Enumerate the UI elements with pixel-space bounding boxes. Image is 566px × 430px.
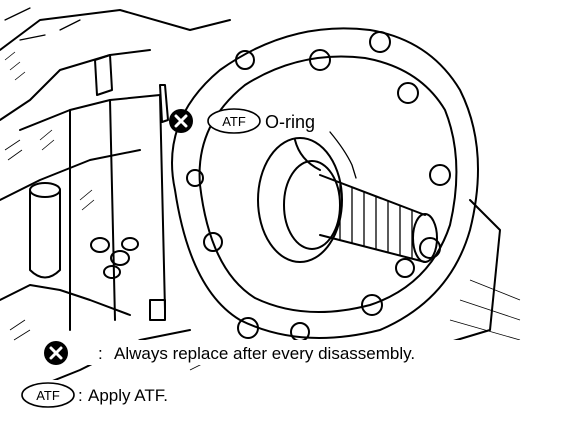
- atf-badge-label: ATF: [222, 114, 246, 129]
- right-housing-edge: [439, 199, 521, 346]
- atf-badge: ATF: [21, 382, 75, 408]
- flange-bolts: [186, 31, 451, 342]
- replace-x-icon: [44, 341, 68, 365]
- transmission-case: [0, 7, 231, 391]
- bell-housing: [171, 27, 479, 342]
- leader-line: [329, 131, 357, 179]
- o-ring-label: O-ring: [265, 112, 315, 132]
- replace-x-icon: [169, 109, 193, 133]
- legend-separator: :: [98, 344, 103, 363]
- input-shaft: [257, 137, 438, 263]
- o-ring-callout: ATF O-ring: [169, 108, 357, 179]
- atf-badge: ATF: [207, 108, 261, 134]
- legend-replace-text: Always replace after every disassembly.: [114, 344, 415, 363]
- legend-atf-badge-label: ATF: [36, 388, 60, 403]
- legend-atf-text: Apply ATF.: [88, 386, 168, 405]
- legend-separator: :: [78, 386, 83, 405]
- legend: : Always replace after every disassembly…: [20, 340, 560, 408]
